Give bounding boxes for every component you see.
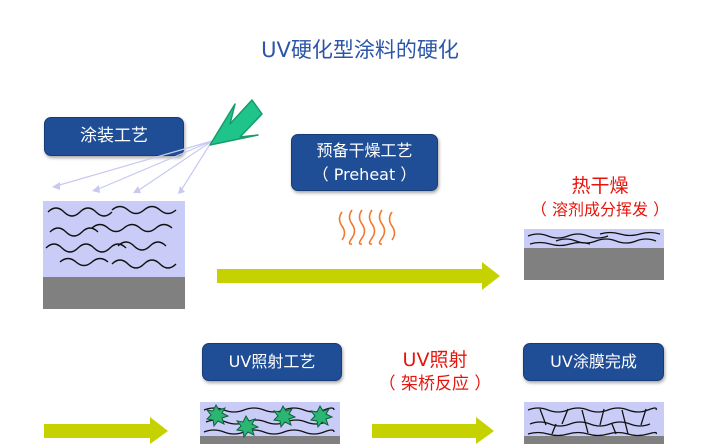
hot-dry-note-text: （ 溶剂成分挥发 ） [530, 200, 670, 219]
uv-light-note: （ 架桥反应 ） [355, 369, 515, 394]
step-uv-irradiation-text: UV照射工艺 [228, 352, 316, 371]
step-preheat-subtext: （ Preheat ） [312, 165, 417, 184]
hot-dry-note: （ 溶剂成分挥发 ） [515, 196, 685, 220]
step-uv-complete-label: UV涂膜完成 [523, 343, 664, 381]
diagram-title: UV硬化型涂料的硬化 [261, 38, 459, 62]
flow-arrow-uv [372, 417, 494, 444]
cured-coating-layer [524, 402, 664, 436]
uv-light-note-text: （ 架桥反应 ） [378, 374, 492, 394]
flow-arrow-preheat [217, 262, 500, 290]
spray-nozzle-arrow [209, 99, 263, 146]
hot-dry-text: 热干燥 [571, 175, 629, 197]
spray-arrowheads [52, 182, 185, 194]
dried-coating-layer [524, 229, 664, 248]
step-preheat-text: 预备干燥工艺 [316, 141, 413, 160]
resin-chains-dried [527, 231, 661, 247]
uv-reaction-spots [205, 403, 334, 439]
uv-light-text: UV照射 [402, 349, 468, 371]
substrate-4 [524, 436, 664, 444]
substrate-3 [200, 436, 340, 444]
step-uv-complete-text: UV涂膜完成 [550, 352, 637, 371]
step-coating-label: 涂装工艺 [44, 117, 184, 156]
step-preheat-label: 预备干燥工艺 （ Preheat ） [291, 134, 438, 191]
resin-chains-wet [45, 205, 177, 269]
substrate-1 [43, 277, 185, 309]
spray-lines [55, 140, 213, 193]
uv-light-label: UV照射 [360, 345, 510, 372]
heat-waves [338, 209, 396, 245]
step-coating-text: 涂装工艺 [80, 126, 148, 146]
hot-dry-label: 热干燥 [520, 171, 680, 198]
substrate-2 [524, 248, 664, 280]
flow-arrow-continue [44, 417, 168, 444]
crosslinked-network [527, 407, 657, 437]
step-uv-irradiation-label: UV照射工艺 [202, 343, 342, 381]
